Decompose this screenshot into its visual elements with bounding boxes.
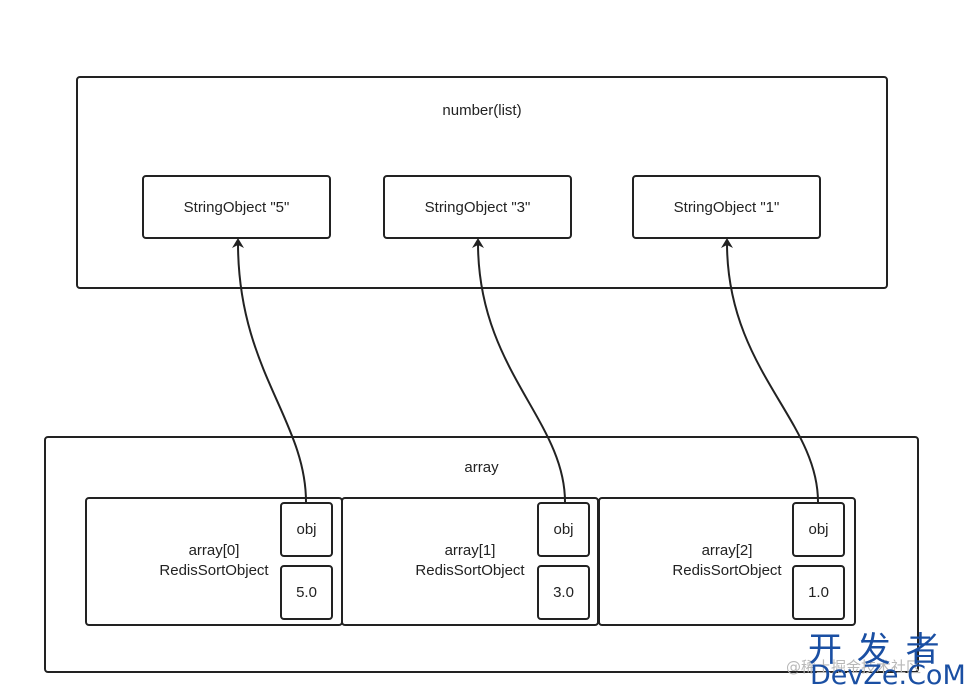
array-item-type: RedisSortObject <box>415 562 525 579</box>
array-item-index: array[0] <box>188 542 240 559</box>
obj-field: obj <box>280 502 333 557</box>
array-title: array <box>464 459 499 476</box>
score-field: 1.0 <box>792 565 845 620</box>
string-object-5: StringObject "5" <box>142 175 331 239</box>
score-field: 3.0 <box>537 565 590 620</box>
score-value: 1.0 <box>808 584 829 601</box>
watermark-cn: 开 发 者 <box>808 630 942 670</box>
obj-field: obj <box>792 502 845 557</box>
string-object-3: StringObject "3" <box>383 175 572 239</box>
score-value: 3.0 <box>553 584 574 601</box>
pointer-arrow-1 <box>472 238 566 503</box>
score-value: 5.0 <box>296 584 317 601</box>
obj-label: obj <box>808 521 829 538</box>
watermark-en: DevZe.CoM <box>810 660 966 691</box>
watermark-handle: @稀土掘金技术社区 <box>786 658 922 676</box>
array-item-type: RedisSortObject <box>672 562 782 579</box>
array-item-type: RedisSortObject <box>159 562 269 579</box>
array-item-index: array[1] <box>444 542 496 559</box>
obj-field: obj <box>537 502 590 557</box>
array-item-index: array[2] <box>701 542 753 559</box>
obj-label: obj <box>553 521 574 538</box>
obj-label: obj <box>296 521 317 538</box>
string-object-label: StringObject "3" <box>424 198 531 216</box>
pointer-arrow-0 <box>232 238 307 503</box>
score-field: 5.0 <box>280 565 333 620</box>
list-title: number(list) <box>442 102 522 119</box>
string-object-label: StringObject "1" <box>673 198 780 216</box>
string-object-1: StringObject "1" <box>632 175 821 239</box>
string-object-label: StringObject "5" <box>183 198 290 216</box>
pointer-arrow-2 <box>721 238 819 503</box>
